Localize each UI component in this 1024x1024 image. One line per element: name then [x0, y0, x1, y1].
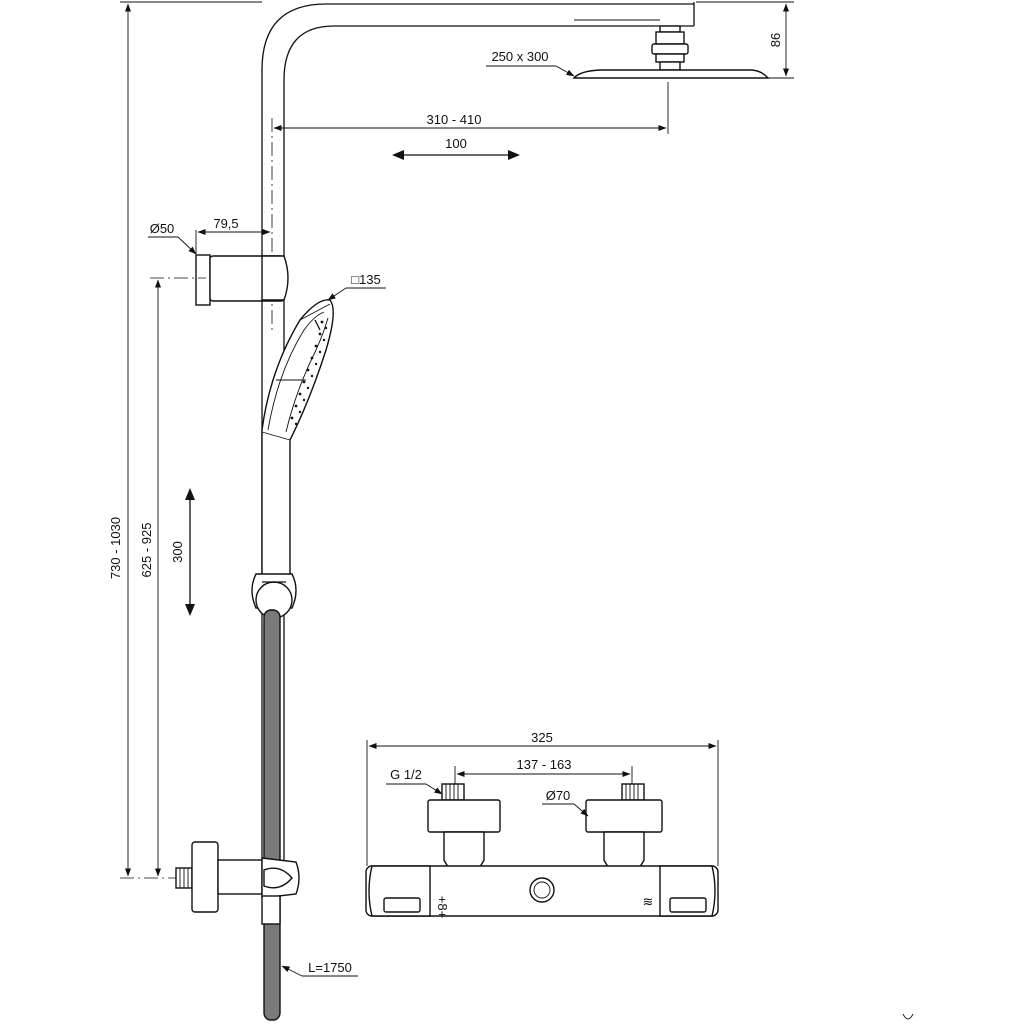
shower-hose — [263, 609, 281, 1021]
wall-bracket — [150, 254, 289, 306]
arrow-slide — [185, 488, 195, 616]
dimension-total-height — [120, 1, 262, 877]
leader-escutcheon — [542, 803, 589, 817]
centres-label: 137 - 163 — [517, 757, 572, 772]
leader-head-size — [486, 65, 575, 77]
holder-diameter-label: Ø50 — [150, 221, 175, 236]
dimension-86 — [696, 1, 794, 79]
head-height-label: 86 — [768, 33, 783, 47]
slide-holder — [251, 573, 297, 619]
dimension-arm-projection — [273, 82, 669, 134]
head-size-label: 250 x 300 — [491, 49, 548, 64]
dimension-holder-offset — [195, 229, 271, 254]
slide-label: 300 — [170, 541, 185, 563]
thermostatic-mixer — [365, 783, 719, 917]
leader-thread — [386, 783, 443, 795]
hose-length-label: L=1750 — [308, 960, 352, 975]
arrow-arm-adjust — [392, 150, 520, 160]
leader-holder-diameter — [148, 236, 197, 255]
rain-shower-head — [572, 25, 770, 79]
escutcheon-label: Ø70 — [546, 788, 571, 803]
leader-hand-shower — [327, 287, 386, 301]
arm-projection-label: 310 - 410 — [427, 112, 482, 127]
mixer-left-marking: +8+ — [435, 896, 450, 918]
riser-column — [261, 2, 695, 880]
mixer-width-label: 325 — [531, 730, 553, 745]
leader-hose-length — [281, 965, 358, 977]
corner-mark — [902, 1013, 914, 1020]
holder-offset-label: 79,5 — [213, 216, 238, 231]
thread-label: G 1/2 — [390, 767, 422, 782]
hand-shower — [261, 299, 334, 579]
bottom-connection — [120, 841, 300, 925]
hand-shower-label: □135 — [351, 272, 381, 287]
mixer-right-marking: ≋ — [643, 894, 654, 909]
dimension-centres — [454, 766, 633, 784]
holder-height-label: 625 - 925 — [139, 523, 154, 578]
arm-adjust-label: 100 — [445, 136, 467, 151]
total-height-label: 730 - 1030 — [108, 517, 123, 579]
dimension-mixer-width — [366, 740, 719, 866]
